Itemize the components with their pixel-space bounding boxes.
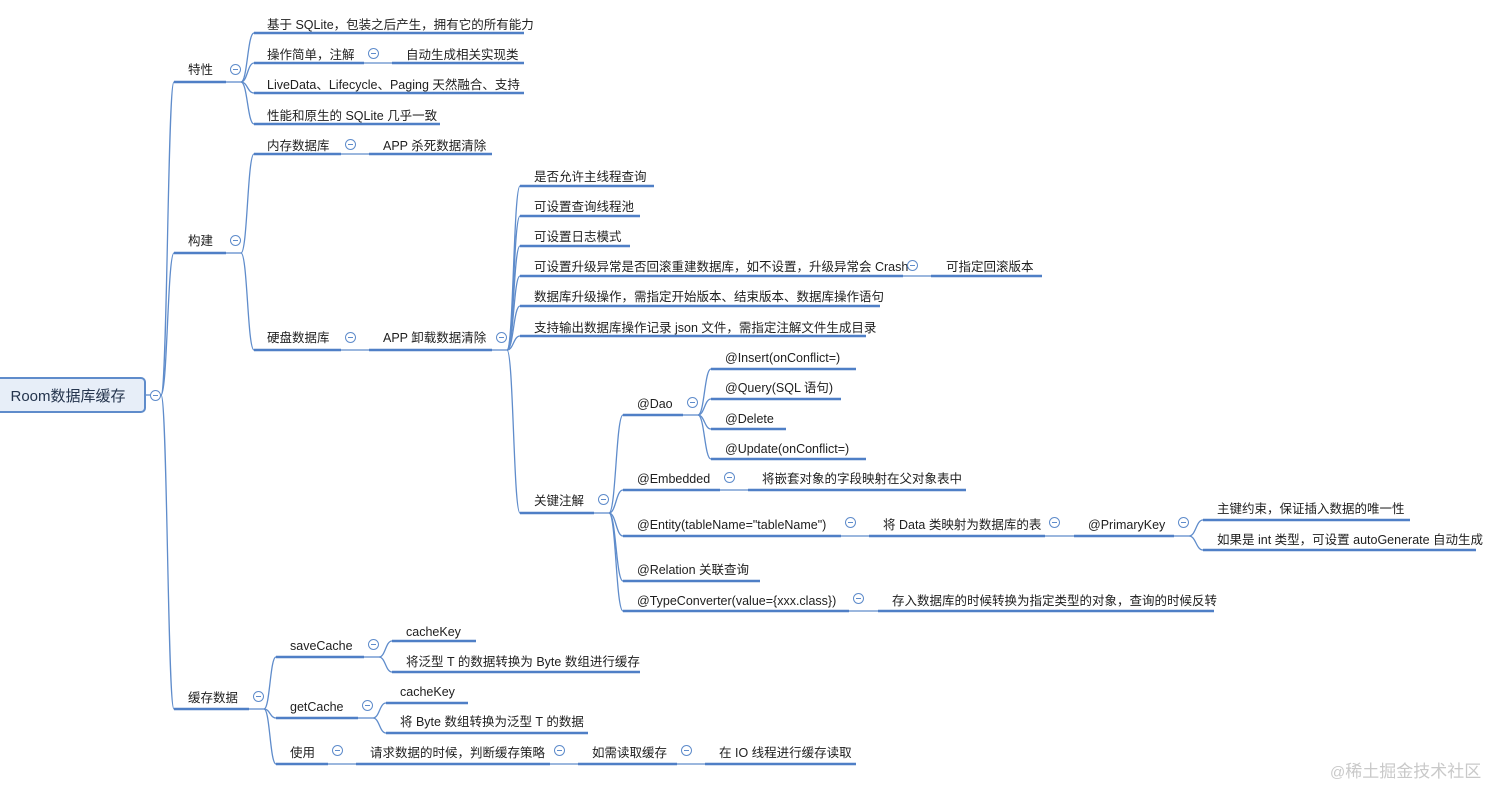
node-key-annotations[interactable]: 关键注解 xyxy=(534,494,585,508)
connector-curve xyxy=(697,368,712,416)
connector-curve xyxy=(608,414,624,514)
node-embedded-desc[interactable]: 将嵌套对象的字段映射在父对象表中 xyxy=(762,472,963,486)
node-entity[interactable]: @Entity(tableName="tableName") xyxy=(637,518,827,532)
connector-curve xyxy=(608,489,624,514)
connector-curve xyxy=(160,252,175,396)
node-use-io-thread[interactable]: 在 IO 线程进行缓存读取 xyxy=(719,746,852,760)
node-entity-desc[interactable]: 将 Data 类映射为数据库的表 xyxy=(883,518,1042,532)
node-upgrade-fallback[interactable]: 可设置升级异常是否回滚重建数据库，如不设置，升级异常会 Crash xyxy=(534,260,909,274)
node-save-cache-desc[interactable]: 将泛型 T 的数据转换为 Byte 数组进行缓存 xyxy=(406,655,640,669)
collapse-toggle-features[interactable] xyxy=(230,64,241,75)
watermark-at: @ xyxy=(1330,764,1346,781)
node-get-cache[interactable]: getCache xyxy=(290,700,344,714)
node-use-read-cache[interactable]: 如需读取缓存 xyxy=(592,746,668,760)
connector-curve xyxy=(506,305,521,351)
collapse-toggle-dao[interactable] xyxy=(687,397,698,408)
connector-curve xyxy=(378,640,393,658)
node-use-strategy[interactable]: 请求数据的时候，判断缓存策略 xyxy=(370,746,546,760)
watermark: @稀土掘金技术社区 xyxy=(1330,757,1481,782)
watermark-text: 稀土掘金技术社区 xyxy=(1345,762,1482,781)
connector-curve xyxy=(1188,535,1204,551)
connector-curve xyxy=(240,62,255,83)
connector-curve xyxy=(372,717,387,734)
node-dao-insert[interactable]: @Insert(onConflict=) xyxy=(725,351,841,365)
node-schema-export[interactable]: 支持输出数据库操作记录 json 文件，需指定注解文件生成目录 xyxy=(534,321,877,335)
node-save-cache[interactable]: saveCache xyxy=(290,639,353,653)
connector-curve xyxy=(160,81,175,396)
node-migration[interactable]: 数据库升级操作，需指定开始版本、结束版本、数据库操作语句 xyxy=(534,290,885,304)
collapse-toggle-entity[interactable] xyxy=(845,517,856,528)
collapse-toggle-type-converter[interactable] xyxy=(853,593,864,604)
collapse-toggle-upgrade-fallback[interactable] xyxy=(907,260,918,271)
node-feature-autogen[interactable]: 自动生成相关实现类 xyxy=(406,48,519,62)
connector-curve xyxy=(506,335,521,351)
connector-curve xyxy=(263,708,277,765)
connector-curve xyxy=(1188,519,1204,537)
node-dao[interactable]: @Dao xyxy=(637,397,673,411)
root-label: Room数据库缓存 xyxy=(10,387,126,405)
node-feature-perf[interactable]: 性能和原生的 SQLite 几乎一致 xyxy=(267,109,438,123)
node-dao-update[interactable]: @Update(onConflict=) xyxy=(725,442,850,456)
node-dao-delete[interactable]: @Delete xyxy=(725,412,774,426)
node-embedded[interactable]: @Embedded xyxy=(637,472,711,486)
node-feature-sqlite[interactable]: 基于 SQLite，包装之后产生，拥有它的所有能力 xyxy=(267,18,534,32)
collapse-toggle-memory-db[interactable] xyxy=(345,139,356,150)
node-get-cache-desc[interactable]: 将 Byte 数组转换为泛型 T 的数据 xyxy=(400,715,584,729)
node-relation[interactable]: @Relation 关联查询 xyxy=(637,563,750,577)
collapse-toggle-disk-db[interactable] xyxy=(345,332,356,343)
connector-curve xyxy=(378,656,393,673)
node-pk-autogen[interactable]: 如果是 int 类型，可设置 autoGenerate 自动生成 xyxy=(1217,533,1484,547)
node-save-cache-key[interactable]: cacheKey xyxy=(406,625,461,639)
node-type-converter-desc[interactable]: 存入数据库的时候转换为指定类型的对象，查询的时候反转 xyxy=(892,594,1218,608)
connector-curve xyxy=(697,414,712,460)
collapse-toggle-key-annotations[interactable] xyxy=(598,494,609,505)
connector-curve xyxy=(160,394,175,710)
collapse-toggle-save-cache[interactable] xyxy=(368,639,379,650)
node-features[interactable]: 特性 xyxy=(188,63,214,77)
node-thread-pool[interactable]: 可设置查询线程池 xyxy=(534,200,635,214)
collapse-toggle-read-cache[interactable] xyxy=(681,745,692,756)
node-rollback-version[interactable]: 可指定回滚版本 xyxy=(946,260,1034,274)
connector-curve xyxy=(372,702,387,719)
connector-curve xyxy=(697,398,712,416)
collapse-toggle-root[interactable] xyxy=(150,390,161,401)
collapse-toggle-primary-key[interactable] xyxy=(1178,517,1189,528)
node-use[interactable]: 使用 xyxy=(290,746,316,760)
node-cache[interactable]: 缓存数据 xyxy=(188,691,239,705)
node-type-converter[interactable]: @TypeConverter(value={xxx.class}) xyxy=(637,594,837,608)
node-pk-unique[interactable]: 主键约束，保证插入数据的唯一性 xyxy=(1217,502,1405,516)
collapse-toggle-entity-desc[interactable] xyxy=(1049,517,1060,528)
connector-curve xyxy=(240,153,255,254)
node-primary-key[interactable]: @PrimaryKey xyxy=(1088,518,1166,532)
node-main-thread-query[interactable]: 是否允许主线程查询 xyxy=(534,170,647,184)
collapse-toggle-simple[interactable] xyxy=(368,48,379,59)
connector-curve xyxy=(240,81,255,125)
node-feature-simple[interactable]: 操作简单，注解 xyxy=(267,48,355,62)
node-build[interactable]: 构建 xyxy=(188,234,214,248)
node-disk-db[interactable]: 硬盘数据库 xyxy=(267,331,330,345)
node-get-cache-key[interactable]: cacheKey xyxy=(400,685,455,699)
collapse-toggle-get-cache[interactable] xyxy=(362,700,373,711)
node-memory-clear[interactable]: APP 杀死数据清除 xyxy=(383,139,487,153)
node-feature-livedata[interactable]: LiveData、Lifecycle、Paging 天然融合、支持 xyxy=(267,78,520,92)
connector-curve xyxy=(506,349,521,514)
connector-curve xyxy=(240,32,255,83)
collapse-toggle-cache[interactable] xyxy=(253,691,264,702)
node-memory-db[interactable]: 内存数据库 xyxy=(267,139,330,153)
connector-curve xyxy=(240,252,255,351)
collapse-toggle-use[interactable] xyxy=(332,745,343,756)
connector-curve xyxy=(608,512,624,612)
collapse-toggle-embedded[interactable] xyxy=(724,472,735,483)
node-dao-query[interactable]: @Query(SQL 语句) xyxy=(725,381,834,395)
connector-curve xyxy=(263,656,277,710)
collapse-toggle-use-strategy[interactable] xyxy=(554,745,565,756)
node-log-mode[interactable]: 可设置日志模式 xyxy=(534,230,622,244)
root-node[interactable]: Room数据库缓存 xyxy=(0,377,146,413)
collapse-toggle-disk-clear[interactable] xyxy=(496,332,507,343)
node-disk-clear[interactable]: APP 卸载数据清除 xyxy=(383,331,487,345)
collapse-toggle-build[interactable] xyxy=(230,235,241,246)
